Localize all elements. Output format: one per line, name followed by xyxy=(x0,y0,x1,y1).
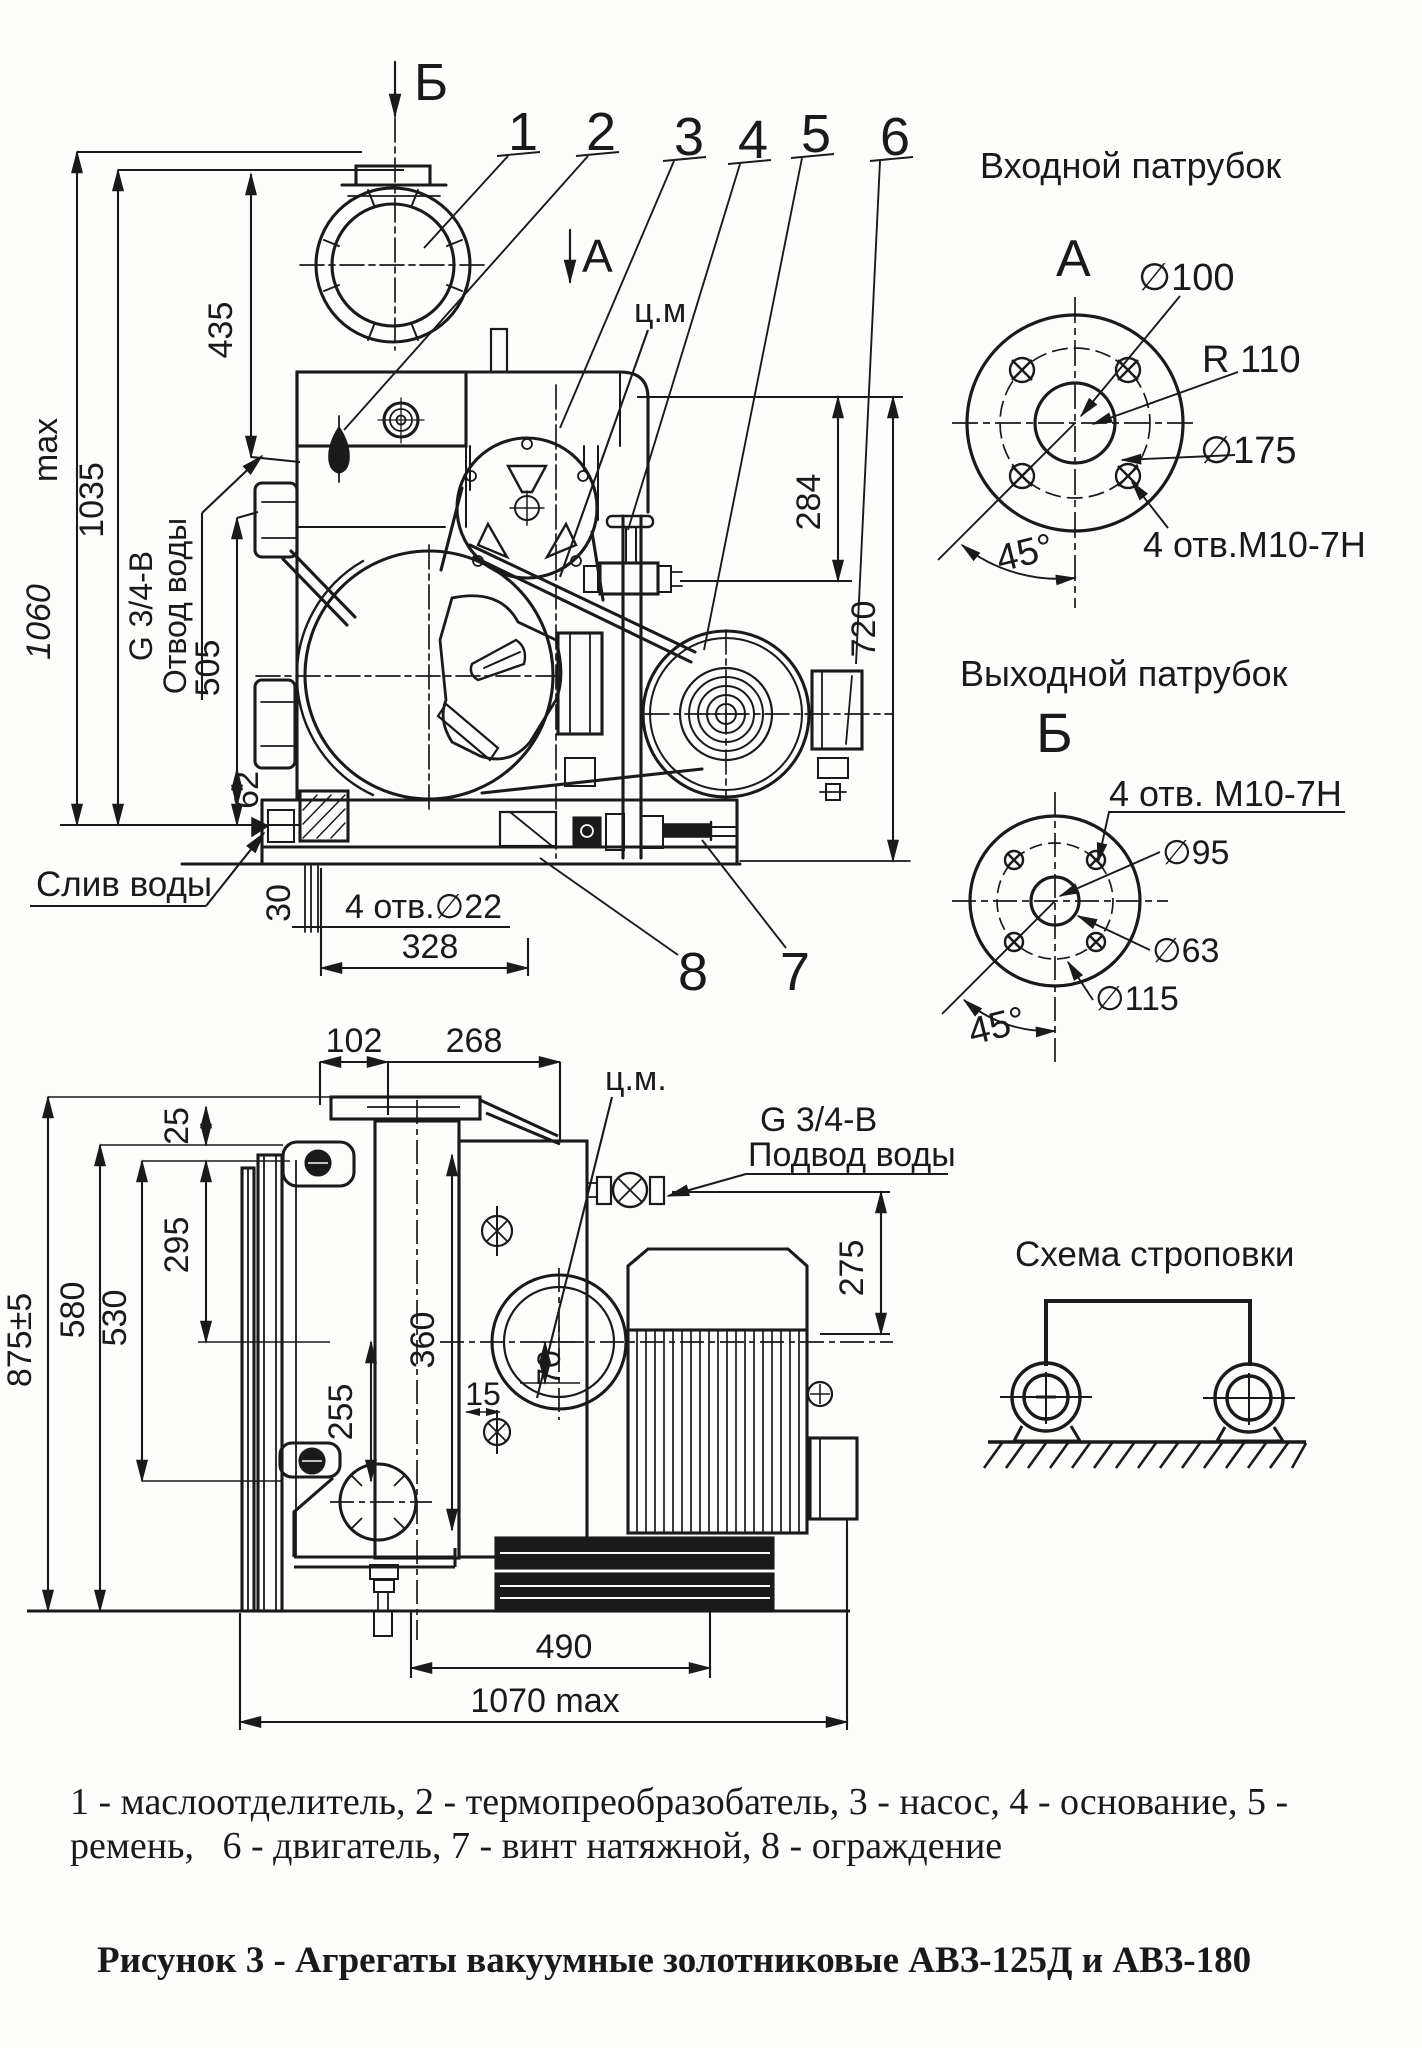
svg-text:Рисунок 3 - Агрегаты вакуумные: Рисунок 3 - Агрегаты вакуумные золотнико… xyxy=(97,1940,1251,1981)
svg-text:Подвод воды: Подвод воды xyxy=(748,1136,956,1174)
svg-text:Слив воды: Слив воды xyxy=(36,865,212,904)
svg-text:ц.м: ц.м xyxy=(634,292,686,330)
svg-text:275: 275 xyxy=(833,1240,871,1297)
svg-text:15: 15 xyxy=(465,1376,501,1412)
svg-text:45°: 45° xyxy=(992,526,1058,581)
svg-text:Схема строповки: Схема строповки xyxy=(1015,1235,1294,1274)
svg-text:875±5: 875±5 xyxy=(1,1293,39,1387)
svg-text:4 отв.М10-7Н: 4 отв.М10-7Н xyxy=(1143,524,1366,565)
svg-text:580: 580 xyxy=(54,1282,92,1339)
svg-text:G 3/4-В: G 3/4-В xyxy=(760,1101,877,1139)
svg-text:∅95: ∅95 xyxy=(1162,834,1229,872)
svg-text:R 110: R 110 xyxy=(1202,339,1301,381)
svg-text:70: 70 xyxy=(531,1350,567,1386)
svg-text:Б: Б xyxy=(414,54,448,112)
svg-text:ц.м.: ц.м. xyxy=(605,1060,667,1098)
svg-text:Выходной патрубок: Выходной патрубок xyxy=(960,653,1288,694)
svg-text:1060: 1060 xyxy=(20,584,58,660)
svg-text:268: 268 xyxy=(446,1022,503,1060)
svg-text:ремень, 6 - двигатель, 7 - в: ремень, 6 - двигатель, 7 - винт натяжной… xyxy=(70,1825,1002,1867)
svg-text:530: 530 xyxy=(96,1290,134,1347)
svg-text:102: 102 xyxy=(326,1022,383,1060)
svg-text:25: 25 xyxy=(158,1107,196,1145)
svg-text:360: 360 xyxy=(404,1312,442,1369)
svg-text:Отвод воды: Отвод воды xyxy=(157,518,193,694)
svg-text:720: 720 xyxy=(845,601,883,658)
svg-text:Входной патрубок: Входной патрубок xyxy=(980,145,1281,186)
svg-text:1 - маслоотделитель, 2 - термо: 1 - маслоотделитель, 2 - термопреобразоб… xyxy=(70,1781,1288,1823)
svg-text:62: 62 xyxy=(228,771,266,809)
svg-text:1070 max: 1070 max xyxy=(470,1682,619,1720)
svg-text:max: max xyxy=(27,418,65,482)
svg-text:А: А xyxy=(582,230,613,282)
svg-text:8: 8 xyxy=(678,942,708,1002)
svg-text:1035: 1035 xyxy=(73,462,111,538)
svg-text:490: 490 xyxy=(536,1628,593,1666)
svg-text:А: А xyxy=(1056,230,1091,288)
svg-text:Б: Б xyxy=(1036,701,1073,764)
svg-text:328: 328 xyxy=(402,928,459,966)
svg-text:255: 255 xyxy=(322,1384,360,1441)
svg-text:∅100: ∅100 xyxy=(1138,257,1235,299)
svg-text:505: 505 xyxy=(189,640,227,697)
svg-text:435: 435 xyxy=(202,302,240,359)
svg-text:4 отв. М10-7Н: 4 отв. М10-7Н xyxy=(1109,773,1342,814)
svg-text:∅115: ∅115 xyxy=(1095,980,1179,1018)
svg-text:G 3/4-В: G 3/4-В xyxy=(123,551,159,661)
svg-text:∅63: ∅63 xyxy=(1152,932,1219,970)
svg-text:284: 284 xyxy=(790,474,828,531)
svg-text:∅175: ∅175 xyxy=(1200,430,1297,472)
svg-text:4 отв.∅22: 4 отв.∅22 xyxy=(345,888,502,926)
svg-text:7: 7 xyxy=(780,942,810,1002)
svg-text:295: 295 xyxy=(158,1217,196,1274)
svg-text:30: 30 xyxy=(260,884,298,922)
